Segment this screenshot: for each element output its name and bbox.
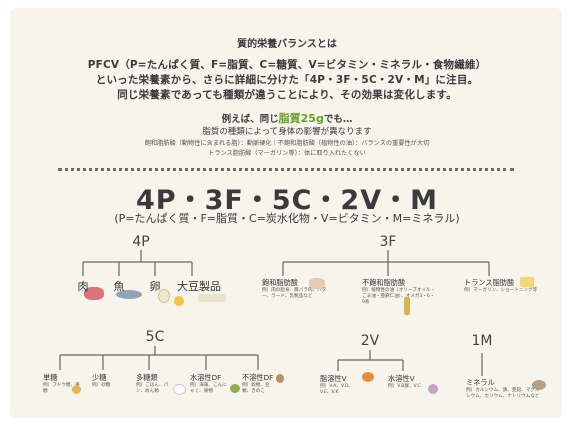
c-item-soluble-df-desc: 例）海藻、こんにゃく、果物 bbox=[190, 383, 227, 394]
c-item-mono-desc: 例）ブドウ糖、果糖 bbox=[43, 383, 80, 394]
fish-illustration bbox=[116, 290, 142, 299]
p-item-soy: 大豆製品 bbox=[177, 280, 221, 293]
f-item-unsaturated-desc: 例）植物性の油（オリーブオイル・ごま油・亜麻仁油）、オメガ3・6・9系 bbox=[362, 288, 436, 305]
group-head-1m: 1M bbox=[471, 333, 493, 349]
pork-illustration bbox=[309, 278, 325, 289]
meat-illustration bbox=[84, 287, 104, 300]
f-item-saturated-desc: 例）肉の脂身、豚バラ肉、バター、ラード、乳製品など bbox=[262, 288, 327, 299]
formula-subtitle: (P=たんぱく質・F=脂質・C=炭水化物・V=ビタミン・M=ミネラル) bbox=[114, 212, 460, 225]
p-item-egg: 卵 bbox=[149, 280, 161, 293]
carrot-illustration bbox=[362, 372, 374, 382]
c-item-mono: 単糖 bbox=[43, 373, 58, 382]
c-item-insoluble-df-desc: 例）穀類、豆類、きのこ bbox=[242, 383, 270, 394]
group-head-4p: 4P bbox=[132, 234, 150, 250]
seaweed-illustration bbox=[230, 384, 240, 393]
example-suffix: でも… bbox=[323, 114, 353, 125]
formula-title: 4P・3F・5C・2V・M bbox=[136, 185, 438, 216]
example-line-4: トランス脂肪酸（マーガリン等）：体に取り入れたくない bbox=[208, 150, 366, 157]
mushroom-illustration bbox=[276, 374, 284, 383]
yolk-illustration bbox=[174, 296, 184, 306]
group-head-5c: 5C bbox=[145, 329, 165, 345]
egg-illustration bbox=[158, 289, 170, 303]
c-item-oligo: 少糖 bbox=[92, 373, 107, 382]
c-item-oligo-desc: 例）砂糖 bbox=[92, 383, 111, 388]
f-item-trans-desc: 例）マーガリン、ショートニング等 bbox=[464, 288, 538, 293]
v-item-fat-soluble: 脂溶性V bbox=[320, 374, 347, 383]
f-item-unsaturated: 不飽和脂肪酸 bbox=[362, 278, 406, 287]
c-item-poly: 多糖類 bbox=[136, 373, 158, 382]
example-line-1: 例えば、同じ脂質25gでも… bbox=[222, 110, 353, 126]
dotted-divider bbox=[58, 168, 514, 171]
margarine-illustration bbox=[520, 277, 534, 287]
v-item-water-soluble: 水溶性V bbox=[388, 374, 415, 383]
m-item-mineral: ミネラル bbox=[466, 378, 495, 387]
f-item-saturated: 飽和脂肪酸 bbox=[262, 278, 298, 287]
intro-line-2: といった栄養素から、さらに詳細に分けた「4P・3F・5C・2V・M」に注目。 bbox=[95, 74, 479, 86]
fruit-illustration bbox=[72, 385, 81, 394]
rice-illustration bbox=[173, 384, 186, 395]
page-title: 質的栄養バランスとは bbox=[237, 39, 337, 50]
c-item-soluble-df: 水溶性DF bbox=[190, 373, 222, 382]
example-line-3: 飽和脂肪酸（動物性に含まれる脂）：動脈硬化｜不飽和脂肪酸（植物性の油）：バランス… bbox=[144, 140, 430, 147]
example-highlight: 脂質25g bbox=[278, 112, 324, 125]
infographic-card bbox=[10, 8, 562, 418]
example-line-2: 脂質の種類によって身体の影響が異なります bbox=[202, 127, 372, 137]
v-item-water-soluble-desc: 例）V.B群、V.C bbox=[388, 384, 421, 389]
v-item-fat-soluble-desc: 例）V.A、V.D、V.E、V.K bbox=[320, 384, 354, 395]
c-item-insoluble-df: 不溶性DF bbox=[242, 373, 274, 382]
f-item-trans: トランス脂肪酸 bbox=[464, 278, 515, 287]
example-prefix: 例えば、同じ bbox=[221, 114, 279, 125]
p-item-fish: 魚 bbox=[113, 280, 125, 293]
vegetable-illustration bbox=[428, 384, 438, 394]
group-head-3f: 3F bbox=[379, 234, 397, 250]
tofu-illustration bbox=[198, 294, 226, 302]
group-head-2v: 2V bbox=[360, 333, 380, 349]
m-item-mineral-desc: 例）カルシウム、鉄、亜鉛、マグネシウム、カリウム、ナトリウムなど bbox=[466, 388, 540, 399]
c-item-poly-desc: 例）ごはん、パン、めん類 bbox=[136, 383, 169, 394]
p-item-meat: 肉 bbox=[77, 280, 89, 293]
intro-line-3: 同じ栄養素であっても種類が違うことにより、その効果は変化します。 bbox=[117, 89, 457, 101]
oil-bottle-illustration bbox=[404, 297, 410, 315]
intro-line-1: PFCV（P=たんぱく質、F=脂質、C=糖質、V=ビタミン・ミネラル・食物繊維） bbox=[87, 59, 487, 71]
shellfish-illustration bbox=[532, 380, 546, 390]
